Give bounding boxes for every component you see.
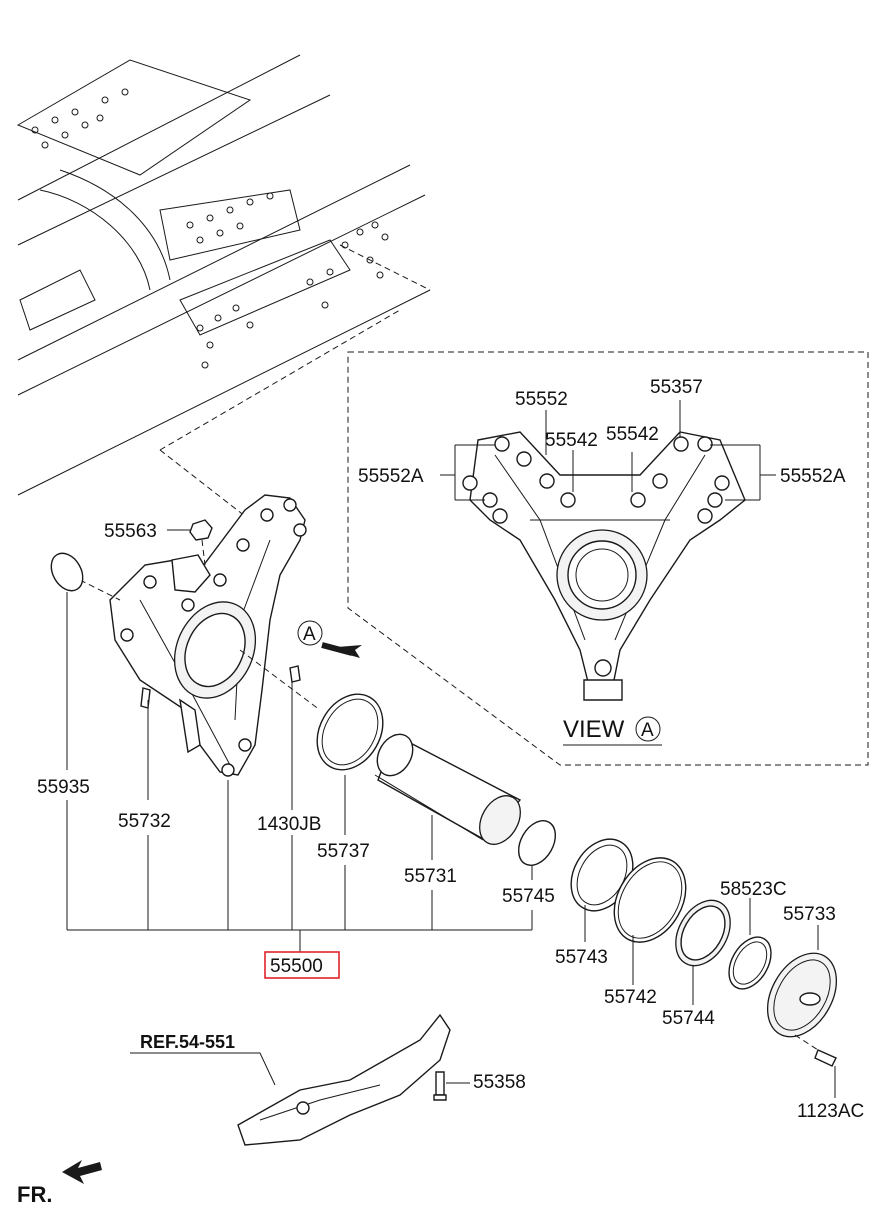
label-55743: 55743 <box>555 947 608 968</box>
leader-lines <box>66 592 836 1098</box>
view-marker-circle <box>635 716 661 742</box>
tube-55731-drawing <box>374 733 522 845</box>
label-55737: 55737 <box>317 841 370 862</box>
view-a-callout-arrow <box>321 642 362 658</box>
view-a-caption: VIEW A <box>563 716 662 746</box>
view-marker-letter: A <box>641 720 654 741</box>
label-55542-b: 55542 <box>606 424 659 445</box>
label-55357: 55357 <box>650 377 703 398</box>
washer-55744-drawing <box>675 899 731 967</box>
cover-55733-drawing <box>766 952 838 1038</box>
label-58523c: 58523C <box>720 879 787 900</box>
nut-55563-drawing <box>167 519 213 566</box>
plug-55935-drawing <box>50 552 84 592</box>
carrier-assembly-drawing <box>79 494 321 777</box>
ring-55742-drawing <box>613 857 687 943</box>
carrier-bolt-holes <box>120 498 307 777</box>
frame-holes <box>31 88 389 369</box>
view-caption-text: VIEW <box>563 716 625 743</box>
label-55542-a: 55542 <box>545 430 598 451</box>
label-55552a-left: 55552A <box>358 466 424 487</box>
callout-a-circle <box>297 620 323 646</box>
label-1123ac: 1123AC <box>797 1101 864 1122</box>
label-55731: 55731 <box>404 866 457 887</box>
label-55745: 55745 <box>502 886 555 907</box>
label-1430jb: 1430JB <box>257 814 321 835</box>
seal-55737-drawing <box>316 693 384 771</box>
cap-55745-drawing <box>517 820 557 866</box>
label-55935: 55935 <box>37 777 90 798</box>
view-a-frame <box>347 351 869 766</box>
snap-ring-58523c-drawing <box>728 936 772 990</box>
label-55563: 55563 <box>104 521 157 542</box>
view-a-carrier-drawing <box>440 400 776 701</box>
callout-a-letter: A <box>303 624 316 645</box>
label-55358: 55358 <box>473 1072 526 1093</box>
fr-direction-arrow <box>62 1160 102 1184</box>
label-55742: 55742 <box>604 987 657 1008</box>
label-55744: 55744 <box>662 1008 715 1029</box>
label-55500[interactable]: 55500 <box>270 956 323 977</box>
label-55552: 55552 <box>515 389 568 410</box>
label-55732: 55732 <box>118 811 171 832</box>
part-labels: 55552 55357 55542 55542 55552A 55552A 55… <box>17 377 864 1207</box>
vehicle-frame-drawing <box>16 54 431 521</box>
bolt-1123ac-drawing <box>794 1034 837 1067</box>
callout-a: A <box>297 620 323 646</box>
assembly-55500-box[interactable]: 55500 <box>264 951 340 979</box>
label-ref-54-551: REF.54-551 <box>140 1032 235 1052</box>
label-55552a-right: 55552A <box>780 466 846 487</box>
view-a-bolt-holes <box>462 436 730 524</box>
bolt-55358-drawing <box>433 1071 470 1101</box>
label-fr: FR. <box>17 1182 52 1207</box>
label-55733: 55733 <box>783 904 836 925</box>
highlight-box <box>264 951 340 979</box>
crossmember-drawing <box>130 1013 451 1146</box>
